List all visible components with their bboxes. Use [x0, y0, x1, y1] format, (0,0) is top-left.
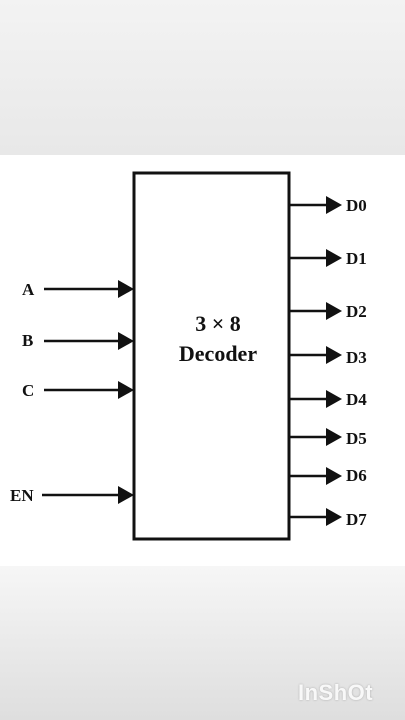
decoder-block — [132, 171, 291, 541]
output-d7-label: D7 — [346, 510, 367, 529]
output-d4-arrow — [326, 390, 342, 408]
output-d2: D2 — [289, 302, 367, 321]
output-d5: D5 — [289, 428, 367, 448]
output-d0-arrow — [326, 196, 342, 214]
decoder-name-label: Decoder — [179, 341, 257, 366]
output-d3-arrow — [326, 346, 342, 364]
output-d7-arrow — [326, 508, 342, 526]
output-d4: D4 — [289, 390, 367, 409]
input-b-label: B — [22, 331, 33, 350]
input-c: C — [22, 381, 134, 400]
input-b-arrow — [118, 332, 134, 350]
input-en: EN — [10, 486, 134, 505]
input-b: B — [22, 331, 134, 350]
output-d1: D1 — [289, 249, 367, 268]
decoder-diagram: 3 × 8 Decoder A B C EN D0 — [0, 155, 405, 566]
diagram-canvas: 3 × 8 Decoder A B C EN D0 — [10, 171, 367, 541]
app-watermark: InShOt — [298, 680, 374, 705]
output-d0-label: D0 — [346, 196, 367, 215]
output-d5-label: D5 — [346, 429, 367, 448]
decoder-size-label: 3 × 8 — [195, 311, 241, 336]
input-en-arrow — [118, 486, 134, 504]
output-d6-arrow — [326, 467, 342, 485]
output-d4-label: D4 — [346, 390, 367, 409]
output-d1-label: D1 — [346, 249, 367, 268]
output-d1-arrow — [326, 249, 342, 267]
output-d2-arrow — [326, 302, 342, 320]
input-a-arrow — [118, 280, 134, 298]
output-d0: D0 — [289, 196, 367, 215]
top-blank-band — [0, 0, 405, 155]
input-c-label: C — [22, 381, 34, 400]
output-d7: D7 — [289, 508, 367, 529]
output-d5-arrow — [326, 428, 342, 446]
input-a-label: A — [22, 280, 35, 299]
input-a: A — [22, 280, 134, 299]
output-d6: D6 — [289, 466, 367, 485]
output-d2-label: D2 — [346, 302, 367, 321]
input-c-arrow — [118, 381, 134, 399]
bottom-blank-band — [0, 566, 405, 720]
input-en-label: EN — [10, 486, 34, 505]
output-d6-label: D6 — [346, 466, 367, 485]
output-d3: D3 — [289, 346, 367, 367]
output-d3-label: D3 — [346, 348, 367, 367]
